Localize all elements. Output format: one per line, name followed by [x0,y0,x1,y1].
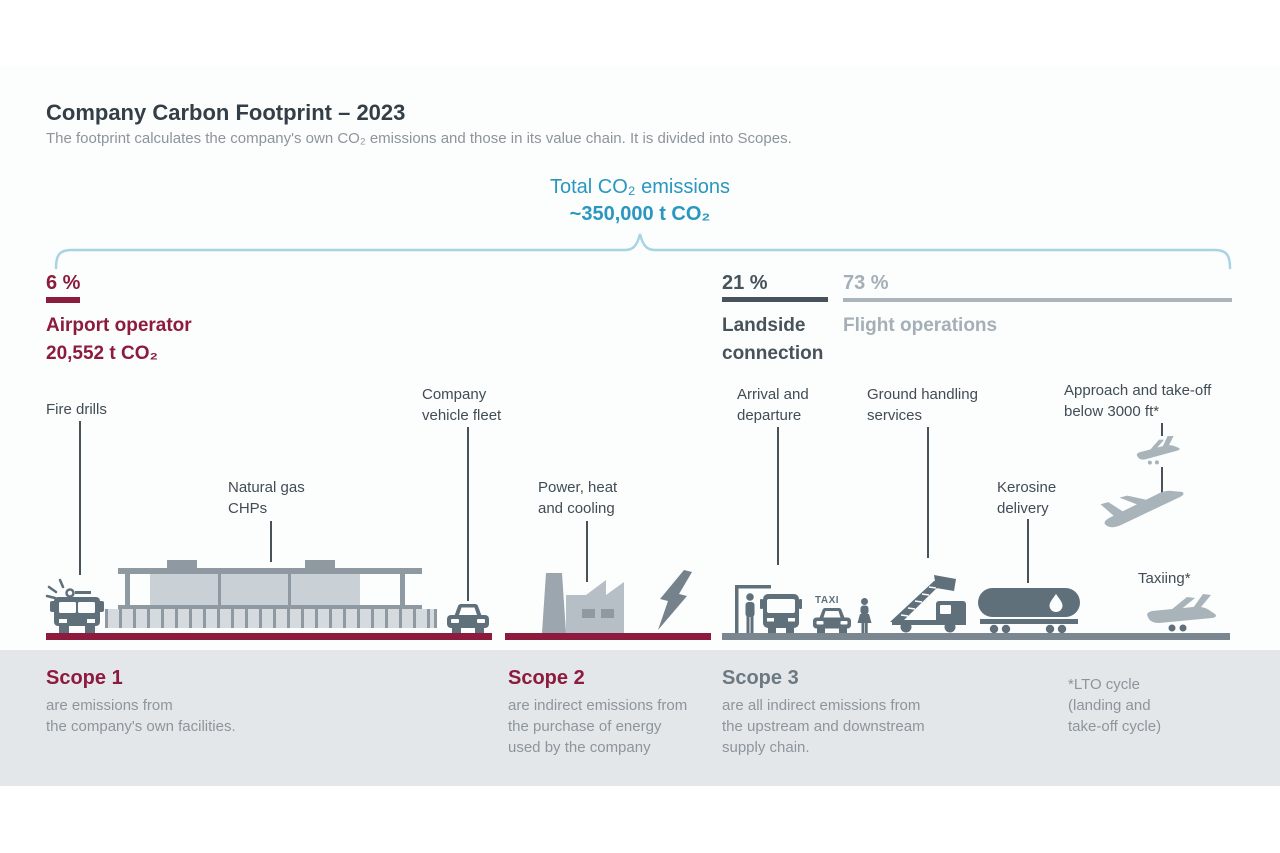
passenger-icon [857,598,872,633]
label-approach-takeoff: Approach and take-off below 3000 ft* [1064,382,1212,420]
fuel-tanker-icon [978,588,1080,634]
taxiing-plane-icon [1147,594,1216,632]
leader-approach-takeoff-2 [1161,467,1163,497]
scope3-description: are all indirect emissions from the upst… [722,697,925,756]
lto-footnote: *LTO cycle (landing and take-off cycle) [1068,676,1162,735]
scope3-ground-line [722,633,1230,640]
label-taxiing: Taxiing* [1138,570,1191,587]
landside-bar [722,297,828,302]
total-emissions-value: ~350,000 t CO₂ [569,203,711,225]
leader-arrival-departure [777,427,779,565]
landside-percent: 21 % [722,272,768,294]
label-kerosine-delivery: Kerosine delivery [997,479,1057,517]
label-ground-handling: Ground handling services [867,386,978,424]
leader-power-heat-cooling [586,521,588,582]
label-fire-drills: Fire drills [46,401,107,418]
terminal-building-icon [105,560,437,628]
scope1-ground-line [46,633,492,640]
takeoff-plane-icon [1100,490,1184,528]
leader-ground-handling [927,427,929,558]
brace-icon [54,233,1232,270]
total-emissions-title: Total CO₂ emissions [549,176,731,198]
bus-stop-icon [735,585,771,633]
airport-operator-value: 20,552 t CO₂ [46,343,158,364]
scope3-heading: Scope 3 [722,667,799,689]
label-arrival-departure: Arrival and departure [737,386,809,424]
leader-approach-takeoff-1 [1161,423,1163,436]
stairs-truck-icon [890,575,966,633]
factory-icon [542,573,624,633]
fuel-drop-icon [1049,594,1063,612]
scope1-heading: Scope 1 [46,667,123,689]
scope2-heading: Scope 2 [508,667,585,689]
label-natural-gas-chps: Natural gas CHPs [228,479,305,517]
label-power-heat-cooling: Power, heat and cooling [538,479,618,517]
flight-operations-label: Flight operations [843,315,998,336]
lightning-icon [658,570,692,630]
fire-truck-icon [45,578,104,633]
taxi-icon [813,608,851,633]
scope2-ground-line [505,633,711,640]
leader-kerosine-delivery [1027,519,1029,583]
flight-operations-percent: 73 % [843,272,889,294]
landside-label: Landside connection [722,315,824,364]
airport-operator-percent: 6 % [46,272,81,294]
leader-fire-drills [79,421,81,575]
leader-natural-gas-chps [270,521,272,562]
page-subtitle: The footprint calculates the company's o… [46,130,792,147]
page-title: Company Carbon Footprint – 2023 [46,100,406,125]
leader-company-vehicle-fleet [467,427,469,601]
airport-operator-label: Airport operator [46,315,192,336]
airport-operator-bar [46,297,80,303]
taxi-sign: TAXI [815,595,840,606]
scope1-description: are emissions from the company's own fac… [46,697,236,735]
scope-definitions-band [0,650,1280,786]
car-icon [447,604,489,633]
label-company-vehicle-fleet: Company vehicle fleet [422,386,502,424]
bus-icon [760,594,802,633]
scope2-description: are indirect emissions from the purchase… [508,697,688,756]
flight-operations-bar [843,298,1232,302]
approach-plane-icon [1136,436,1180,465]
